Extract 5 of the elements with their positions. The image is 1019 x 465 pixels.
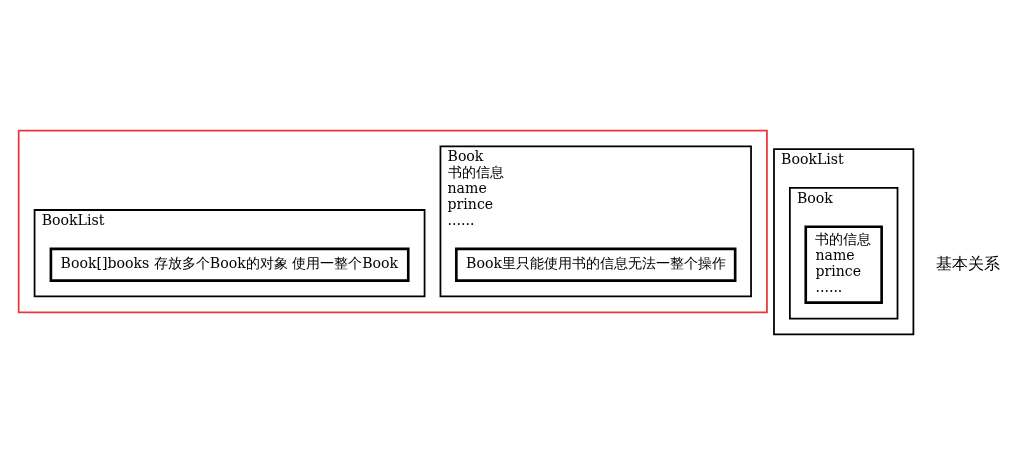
node-box: Book里只能使用书的信息无法一整个操作 xyxy=(455,247,737,282)
node-box: 书的信息 name prince ...... xyxy=(804,225,883,304)
cluster xyxy=(17,129,768,314)
label: 基本关系 xyxy=(936,253,1001,273)
node-box: Book[]books 存放多个Book的对象 使用一整个Book xyxy=(49,247,410,282)
